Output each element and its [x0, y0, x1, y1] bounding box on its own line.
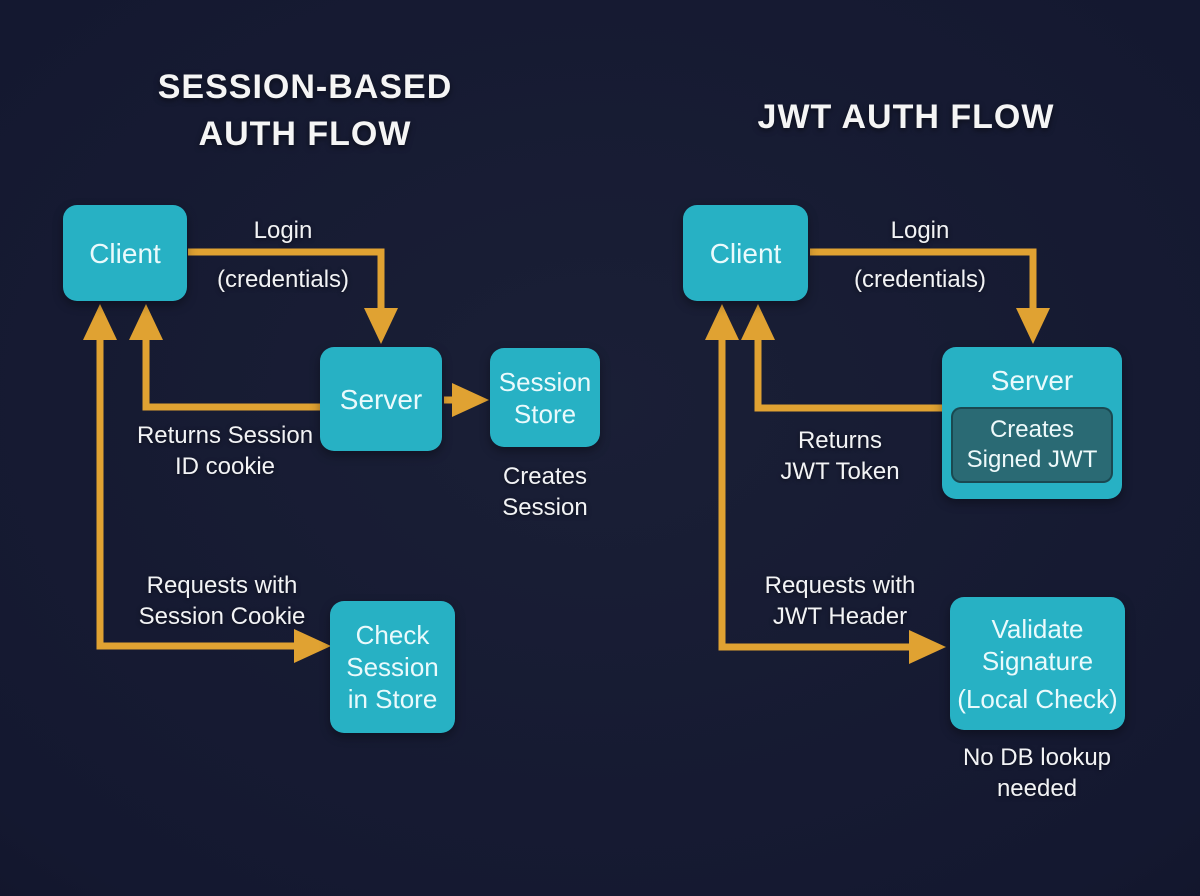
creates-signed-jwt-node: Creates Signed JWT	[950, 406, 1114, 483]
requests-session-label: Requests with Session Cookie	[138, 572, 306, 630]
left-returns-arrowhead	[129, 304, 163, 340]
session-server-node: Server	[320, 347, 442, 451]
returns-jwt-label: Returns JWT Token	[780, 427, 900, 485]
left-login-arrowhead	[364, 308, 398, 344]
jwt-client-node: Client	[683, 205, 808, 301]
no-db-lookup-label: No DB lookup needed	[962, 744, 1112, 802]
validate-signature-label: Validate Signature	[981, 613, 1094, 676]
local-check-label: (Local Check)	[957, 683, 1118, 714]
left-requests-right-arrowhead	[294, 629, 331, 663]
jwt-flow-title: JWT AUTH FLOW	[757, 98, 1055, 136]
left-requests-up-arrowhead	[83, 304, 117, 340]
session-client-node: Client	[63, 205, 187, 301]
requests-jwt-label: Requests with JWT Header	[764, 572, 916, 630]
check-session-node: Check Session in Store	[330, 601, 455, 733]
session-login-label: Login	[253, 217, 313, 244]
right-requests-arrow-line	[718, 339, 910, 651]
creates-session-label: Creates Session	[502, 463, 588, 521]
jwt-server-node: Server Creates Signed JWT	[942, 347, 1122, 499]
left-returns-arrow-line	[142, 339, 320, 411]
jwt-server-label: Server	[990, 364, 1074, 396]
session-flow-title: SESSION-BASED AUTH FLOW	[157, 68, 453, 153]
right-returns-arrowhead	[741, 304, 775, 340]
right-login-arrow-line	[810, 248, 1037, 310]
jwt-login-label: Login	[890, 217, 950, 244]
right-requests-right-arrowhead	[909, 630, 946, 664]
returns-session-label: Returns Session ID cookie	[136, 422, 314, 480]
left-store-arrowhead	[452, 383, 489, 417]
validate-signature-node: Validate Signature (Local Check)	[950, 597, 1125, 730]
jwt-credentials-label: (credentials)	[853, 266, 987, 293]
session-credentials-label: (credentials)	[216, 266, 350, 293]
session-store-node: Session Store	[490, 348, 600, 447]
right-login-arrowhead	[1016, 308, 1050, 344]
left-login-arrow-line	[188, 248, 385, 310]
right-requests-up-arrowhead	[705, 304, 739, 340]
left-requests-arrow-line	[96, 339, 296, 650]
right-returns-arrow-line	[754, 339, 942, 412]
